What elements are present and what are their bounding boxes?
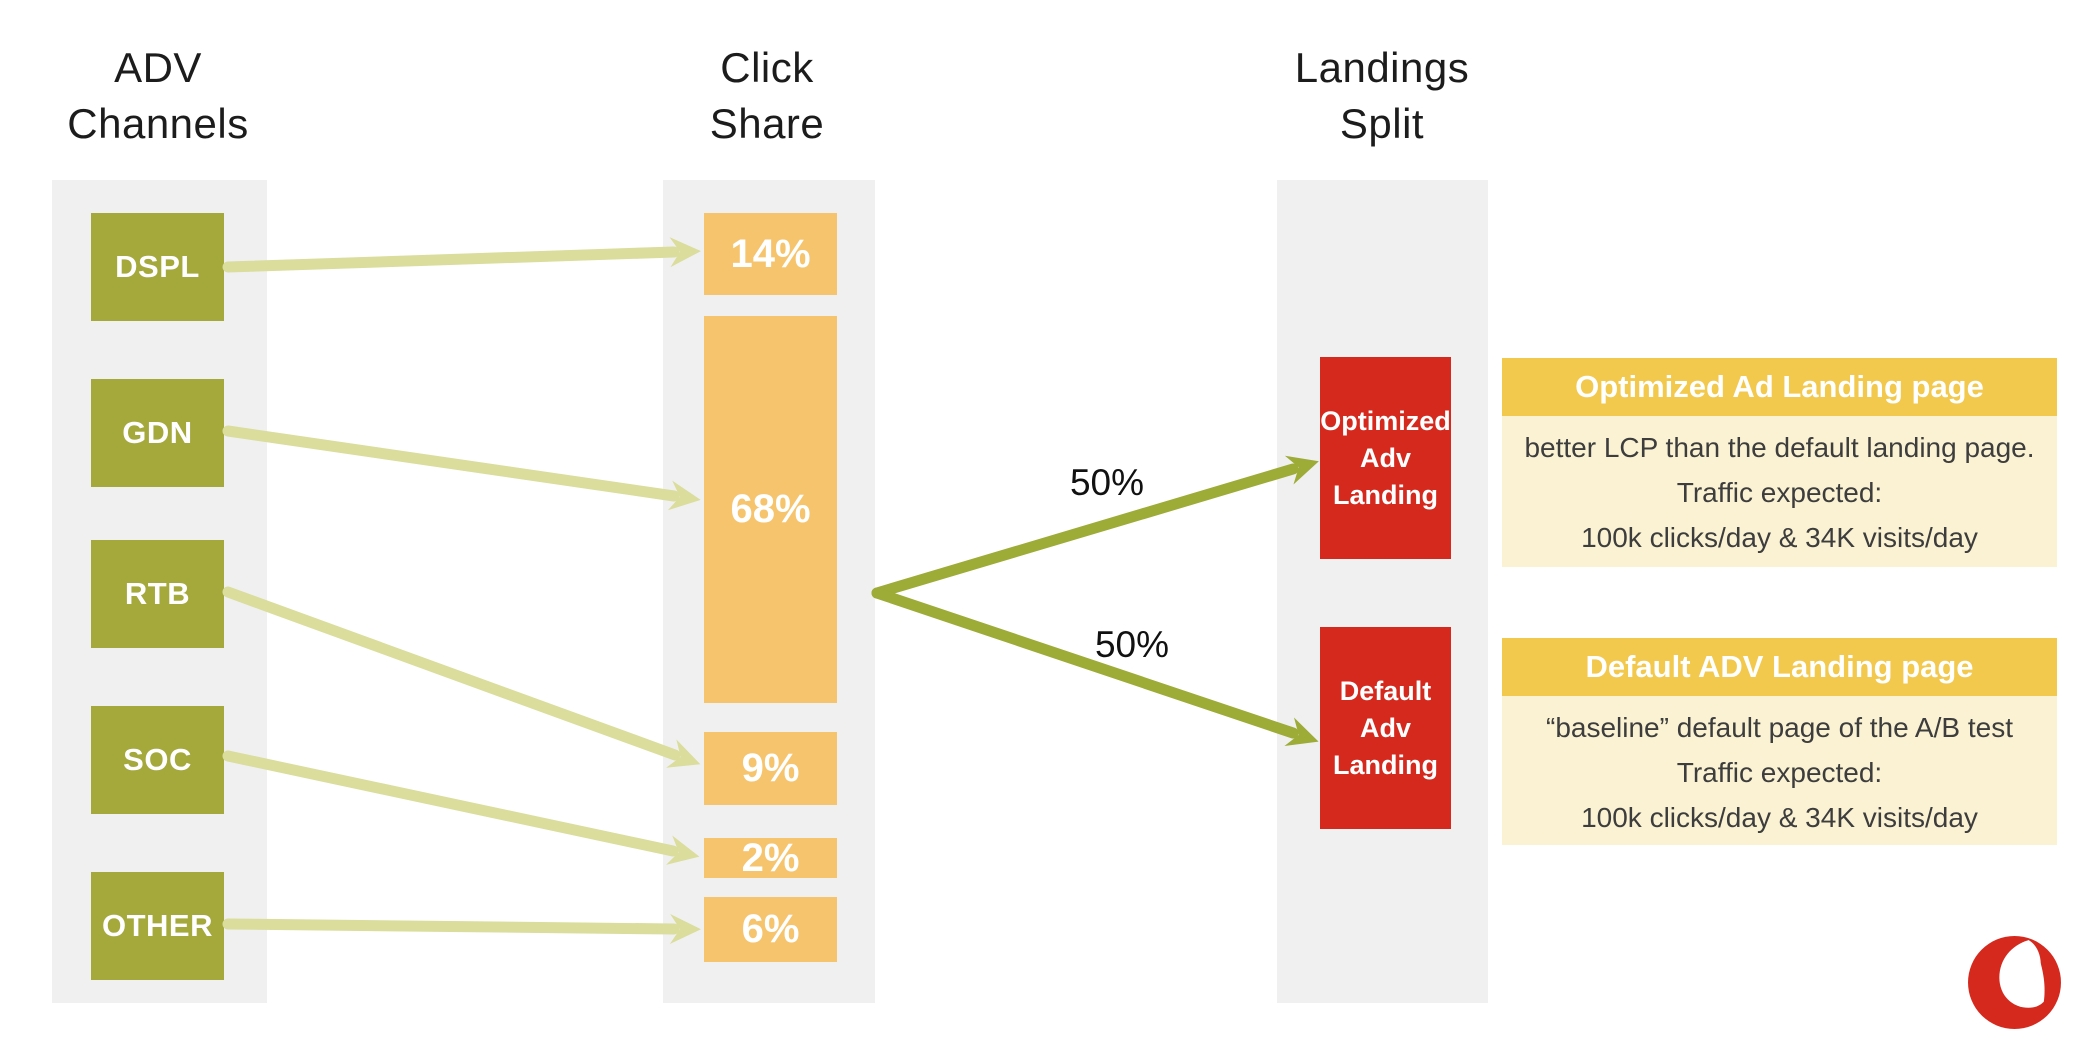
arrow-rtb-to-9pct <box>222 586 701 768</box>
landing-default-line2: Adv <box>1359 712 1411 743</box>
card-optimized-header: Optimized Ad Landing page <box>1502 358 2057 416</box>
card-default-body-line3: 100k clicks/day & 34K visits/day <box>1581 802 1978 833</box>
landing-default-line1: Default <box>1339 675 1432 706</box>
split-label-bottom: 50% <box>1094 624 1170 665</box>
channel-label-gdn: GDN <box>122 415 193 450</box>
arrow-other-to-6pct <box>222 913 701 944</box>
card-default-landing: Default ADV Landing page “baseline” defa… <box>1502 638 2057 845</box>
channel-box-soc: SOC <box>91 706 224 814</box>
share-label-2pct: 2% <box>741 835 800 880</box>
card-optimized-body-line3: 100k clicks/day & 34K visits/day <box>1581 522 1978 553</box>
card-default-header: Default ADV Landing page <box>1502 638 2057 696</box>
channel-box-gdn: GDN <box>91 379 224 487</box>
click-share-title: Click Share <box>627 40 907 152</box>
card-optimized-body-line1: better LCP than the default landing page… <box>1524 432 2035 463</box>
channel-box-dspl: DSPL <box>91 213 224 321</box>
share-label-68pct: 68% <box>730 487 811 531</box>
card-default-body: “baseline” default page of the A/B test … <box>1502 696 2057 845</box>
landing-box-optimized: Optimized Adv Landing <box>1320 357 1451 559</box>
share-label-6pct: 6% <box>741 907 800 951</box>
landing-box-default: Default Adv Landing <box>1320 627 1451 829</box>
card-default-body-line1: “baseline” default page of the A/B test <box>1546 712 2013 743</box>
share-box-14pct: 14% <box>704 213 837 295</box>
channel-box-rtb: RTB <box>91 540 224 648</box>
landing-optimized-line2: Adv <box>1359 442 1411 473</box>
adv-channels-title-line2: Channels <box>67 100 249 147</box>
card-default-body-line2: Traffic expected: <box>1676 757 1883 788</box>
share-label-14pct: 14% <box>730 231 811 276</box>
channel-label-dspl: DSPL <box>115 249 200 284</box>
arrow-gdn-to-68pct <box>222 425 701 511</box>
card-optimized-landing: Optimized Ad Landing page better LCP tha… <box>1502 358 2057 567</box>
landings-split-title-line2: Split <box>1339 100 1425 147</box>
share-box-6pct: 6% <box>704 897 837 962</box>
channel-label-soc: SOC <box>123 742 192 777</box>
landing-default-line3: Landing <box>1333 749 1438 780</box>
channel-label-rtb: RTB <box>124 576 191 611</box>
channel-box-other: OTHER <box>91 872 224 980</box>
arrow-soc-to-2pct <box>222 750 700 865</box>
split-label-top: 50% <box>1069 462 1145 503</box>
share-label-9pct: 9% <box>741 746 800 790</box>
click-share-title-line1: Click <box>720 44 814 91</box>
click-share-title-line2: Share <box>709 100 825 147</box>
landing-optimized-line3: Landing <box>1333 479 1438 510</box>
share-box-9pct: 9% <box>704 732 837 805</box>
arrow-dspl-to-14pct <box>222 237 701 273</box>
share-box-2pct: 2% <box>704 835 837 880</box>
card-optimized-body-line2: Traffic expected: <box>1676 477 1883 508</box>
landings-split-title-line1: Landings <box>1294 44 1470 91</box>
share-box-68pct: 68% <box>704 316 837 703</box>
landings-split-title: Landings Split <box>1242 40 1522 152</box>
vodafone-logo-icon <box>1968 936 2061 1029</box>
landing-optimized-line1: Optimized <box>1320 405 1451 436</box>
channel-label-other: OTHER <box>102 908 213 943</box>
adv-channels-title: ADV Channels <box>18 40 298 152</box>
card-optimized-body: better LCP than the default landing page… <box>1502 416 2057 567</box>
landings-split-column <box>1277 180 1488 1003</box>
adv-channels-title-line1: ADV <box>114 44 202 91</box>
